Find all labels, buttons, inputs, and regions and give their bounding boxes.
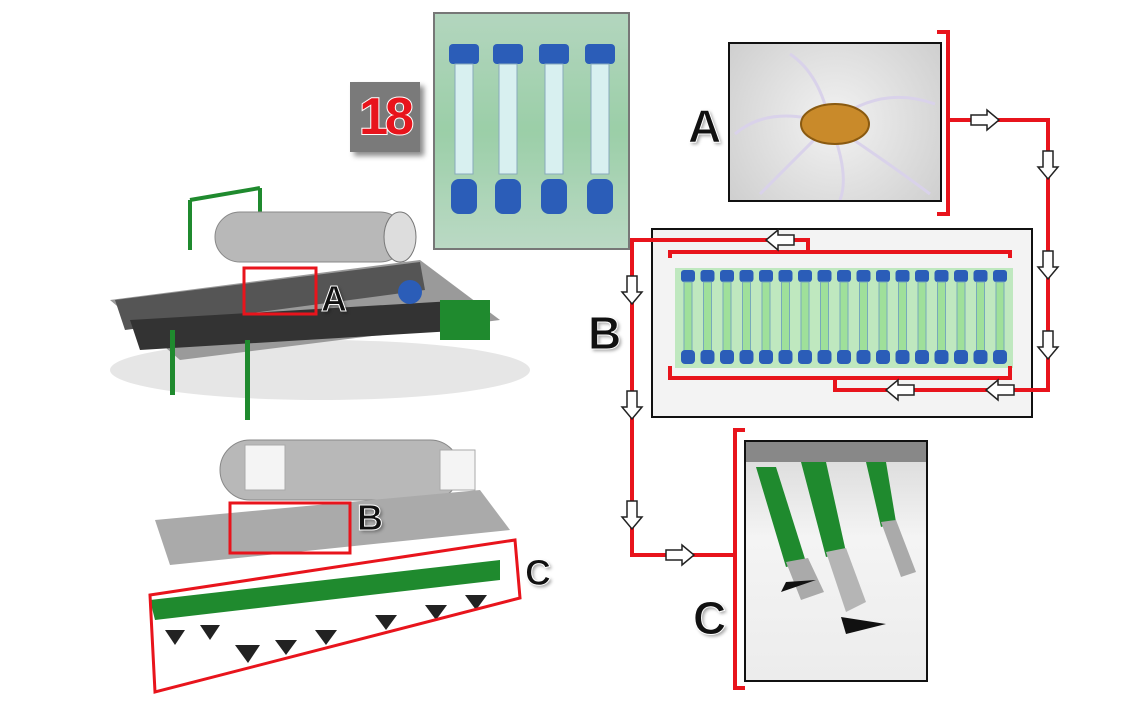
flow-meter-part <box>817 350 832 364</box>
flow-meter-part <box>778 350 793 364</box>
flow-meter-part <box>742 281 751 353</box>
flow-meter-part <box>856 270 871 282</box>
flow-meter-part <box>898 281 907 353</box>
flow-arrow-icon <box>665 543 696 567</box>
machine-label-c: C <box>525 552 552 593</box>
flow-meter-part <box>876 350 890 364</box>
detail-label-b: B <box>587 307 622 359</box>
flow-meter <box>449 44 615 214</box>
flow-meter-part <box>995 281 1005 353</box>
flow-meter-part <box>700 350 715 364</box>
flow-meter-part <box>993 350 1007 364</box>
flow-meter-photo <box>433 12 630 250</box>
flow-meter-part <box>837 350 851 364</box>
flow-meter-row <box>681 270 1007 364</box>
tines-illustration <box>746 442 926 634</box>
flow-arrow-icon <box>620 500 644 531</box>
detail-a-distributor-photo <box>728 42 942 202</box>
flow-meter-part <box>778 270 793 282</box>
flow-meter-part <box>954 270 968 282</box>
flow-meter-part <box>798 350 812 364</box>
machine-label-b: B <box>357 497 384 538</box>
flow-meter-part <box>837 270 851 282</box>
flow-meter-bank-illustration <box>675 268 1013 368</box>
flow-meter-part <box>839 281 849 353</box>
flow-meter-part <box>859 281 868 353</box>
flow-meter-part <box>759 270 773 282</box>
detail-c-tines-photo <box>744 440 928 682</box>
flow-arrow-icon <box>1036 150 1060 181</box>
flow-meter-part <box>739 270 754 282</box>
flow-meter-part <box>720 270 734 282</box>
machine-highlight-b <box>228 501 352 555</box>
flow-meter-part <box>720 350 734 364</box>
distributor-illustration <box>734 52 936 200</box>
flow-meter-part <box>917 281 927 353</box>
flow-meter-part <box>681 350 695 364</box>
flow-meter-part <box>759 350 773 364</box>
flow-arrow-icon <box>620 390 644 421</box>
flow-meter-part <box>915 350 929 364</box>
machine-highlight-c <box>148 538 522 694</box>
flow-meter-part <box>973 350 988 364</box>
flow-arrow-icon <box>1036 250 1060 281</box>
flow-meter-part <box>681 270 695 282</box>
flow-meter-part <box>876 270 890 282</box>
flow-meter-part <box>934 350 949 364</box>
flow-meters-illustration <box>435 14 628 248</box>
flow-meter-part <box>817 270 832 282</box>
flow-meter-part <box>800 281 810 353</box>
flow-meter-part <box>820 281 829 353</box>
flow-meter-part <box>700 270 715 282</box>
figure-number-badge: 18 <box>350 82 420 152</box>
flow-meter-part <box>954 350 968 364</box>
detail-label-a: A <box>687 100 722 152</box>
machine-bottom-illustration <box>150 439 510 663</box>
flow-meter-part <box>993 270 1007 282</box>
detail-label-c: C <box>692 592 727 644</box>
flow-meter-part <box>798 270 812 282</box>
flow-meter-part <box>703 281 712 353</box>
flow-arrow-icon <box>1036 330 1060 361</box>
flow-meter-part <box>722 281 732 353</box>
flow-meter-part <box>915 270 929 282</box>
flow-meter-part <box>976 281 985 353</box>
flow-meter-part <box>956 281 966 353</box>
flow-meter-part <box>761 281 771 353</box>
flow-meter-part <box>683 281 693 353</box>
machine-highlight-a <box>242 266 318 316</box>
flow-meter-part <box>973 270 988 282</box>
flow-meter-part <box>856 350 871 364</box>
flow-arrow-icon <box>620 275 644 306</box>
flow-arrow-icon <box>970 108 1001 132</box>
flow-meter-part <box>878 281 888 353</box>
flow-meter-part <box>781 281 790 353</box>
flow-meter-part <box>739 350 754 364</box>
flow-meter-part <box>937 281 946 353</box>
flow-meter-part <box>895 270 910 282</box>
machine-label-a: A <box>321 278 348 319</box>
flow-meter-part <box>895 350 910 364</box>
flow-meter-part <box>934 270 949 282</box>
detail-b-flow-meter-bank-photo <box>651 228 1033 418</box>
